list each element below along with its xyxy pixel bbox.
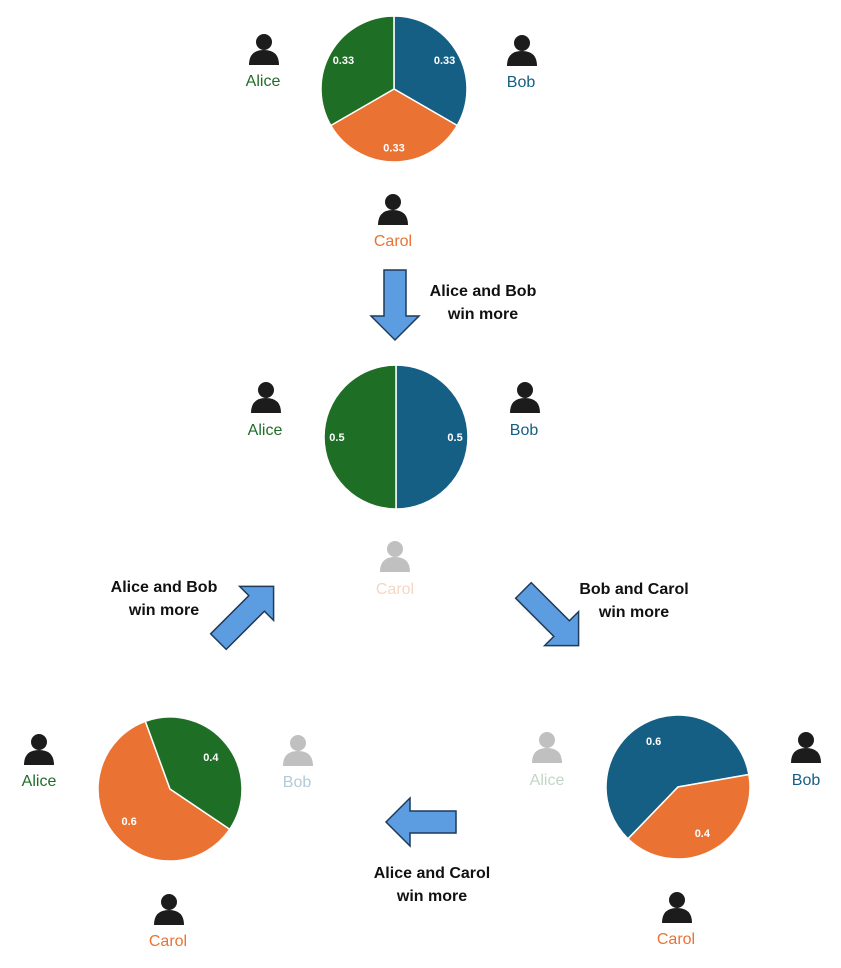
caption-line: win more [396,888,468,905]
person-icon [510,382,540,413]
pie-chart-top: 0.33 0.33 0.33 [320,15,468,163]
stage-top-alice-label: Alice [245,73,281,90]
arrow-left-icon [384,796,457,848]
person-icon [532,732,562,763]
person-icon [24,734,54,765]
stage-middle-alice-label: Alice [247,422,283,439]
pie-slice-carol [97,720,231,862]
arrow-down-icon [369,269,421,342]
caption-line: win more [128,602,200,619]
pie-slice-label: 0.5 [447,432,462,444]
pie-slice-label: 0.33 [333,55,354,67]
pie-chart-bottom-left: 0.6 0.4 [97,716,243,862]
stage-bottom-left-bob-label: Bob [282,774,312,791]
pie-slice-label: 0.33 [434,55,455,67]
stage-middle-carol-label: Carol [375,581,415,598]
transition-caption-bottom-right-to-bottom-left: Alice and Carol win more [342,862,522,908]
caption-line: win more [447,306,519,323]
pie-slice-bob [605,714,750,840]
person-icon [251,382,281,413]
person-icon [378,194,408,225]
stage-top-bob-label: Bob [506,74,536,91]
person-icon [283,735,313,766]
transition-caption-middle-to-bottom-right: Bob and Carol win more [544,578,724,624]
person-icon [380,541,410,572]
pie-slice-label: 0.4 [203,752,219,764]
stage-bottom-right-carol-label: Carol [656,931,696,948]
stage-middle-bob-label: Bob [509,422,539,439]
arrow-up-right-icon [209,585,275,651]
stage-bottom-right-alice-label: Alice [529,772,565,789]
arrow-down-right-icon [514,581,580,647]
pie-slice-bob [395,364,469,510]
pie-slice-label: 0.6 [646,736,661,748]
pie-slice-alice [323,364,397,510]
caption-line: Bob and Carol [579,581,689,598]
pie-chart-bottom-right: 0.6 0.4 [605,714,751,860]
stage-top-carol-label: Carol [373,233,413,250]
pie-slice-alice [144,716,243,831]
pie-slice-carol [329,88,459,163]
stage-bottom-left-alice-label: Alice [21,773,57,790]
person-icon [791,732,821,763]
pie-slice-carol [626,773,751,860]
caption-line: Alice and Bob [429,283,537,300]
stage-bottom-right-bob-label: Bob [791,772,821,789]
person-icon [154,894,184,925]
person-icon [662,892,692,923]
pie-slice-label: 0.5 [329,432,344,444]
person-icon [249,34,279,65]
caption-line: Alice and Carol [373,865,491,882]
transition-caption-top-to-middle: Alice and Bob win more [393,280,573,326]
pie-slice-alice [320,15,395,127]
caption-line: Alice and Bob [110,579,218,596]
transition-caption-bottom-left-to-middle: Alice and Bob win more [74,576,254,622]
pie-chart-middle: 0.5 0.5 [323,364,469,510]
stage-bottom-left-carol-label: Carol [148,933,188,950]
pie-slice-label: 0.33 [383,142,404,154]
pie-slice-label: 0.4 [695,828,711,840]
pie-slice-bob [393,15,468,127]
caption-line: win more [598,604,670,621]
person-icon [507,35,537,66]
pie-slice-label: 0.6 [122,816,137,828]
